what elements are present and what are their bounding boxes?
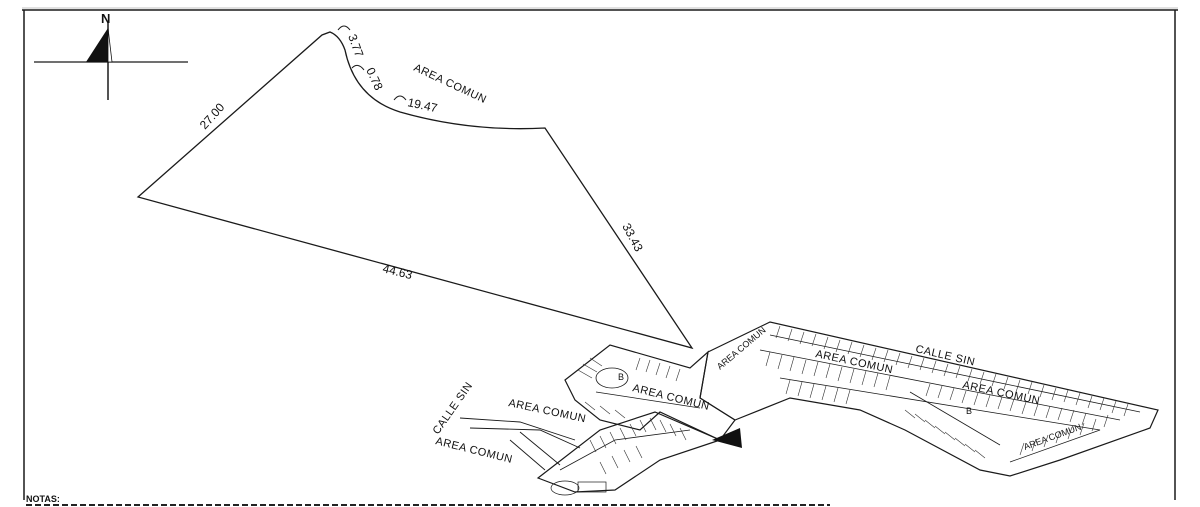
area-comun-label-6: AREA COMUN <box>1022 422 1082 452</box>
page-frame <box>22 7 1178 500</box>
block-letter-2: B <box>966 406 972 416</box>
arc-dimension-2: 0.78 <box>363 65 386 92</box>
notes-heading: NOTAS: <box>26 494 60 504</box>
north-arrow-icon: N <box>34 11 188 100</box>
area-comun-label-7: AREA COMUN <box>715 325 768 372</box>
east-side-dimension: 33.43 <box>619 221 646 254</box>
street-label-calle-sin-2: CALLE SIN <box>431 380 476 437</box>
area-comun-label-4: AREA COMUN <box>434 435 514 466</box>
arc-dimension-1: 3.77 <box>345 32 366 59</box>
lot-boundary <box>136 25 694 350</box>
north-label: N <box>101 11 110 26</box>
block-letter-1: B <box>618 372 624 382</box>
west-side-dimension: 27.00 <box>197 100 228 132</box>
area-comun-label-2: AREA COMUN <box>631 382 711 413</box>
area-comun-label-3: AREA COMUN <box>507 397 587 425</box>
street-label-calle-sin-1: CALLE SIN <box>914 343 976 368</box>
south-side-dimension: 44.63 <box>381 261 414 282</box>
arc-dimension-3: 19.47 <box>406 95 439 115</box>
subdivision-plan <box>459 321 1159 496</box>
